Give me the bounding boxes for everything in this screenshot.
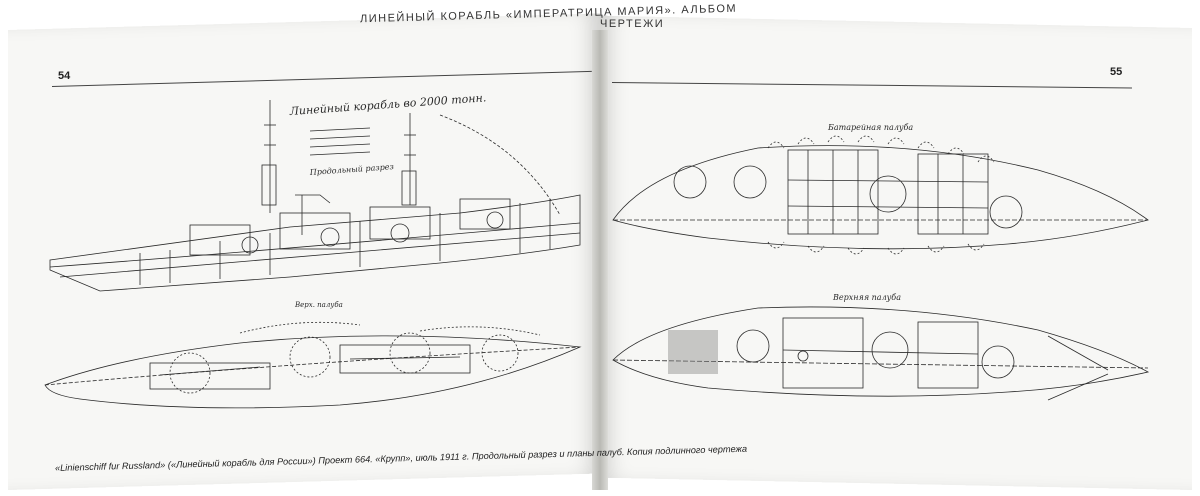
upper-deck-label-right: Верхняя палуба bbox=[832, 293, 901, 302]
page-number-left: 54 bbox=[58, 70, 71, 82]
right-drawing: Батарейная палуба bbox=[612, 123, 1150, 401]
battery-deck-turrets bbox=[673, 165, 1023, 229]
battery-deck-compartments bbox=[787, 150, 989, 234]
upper-deck-turrets bbox=[736, 329, 1015, 379]
profile-frame-lines bbox=[139, 199, 551, 285]
hull-profile bbox=[49, 194, 581, 292]
turret-outlines bbox=[169, 332, 519, 394]
battery-deck-label: Батарейная палуба bbox=[827, 123, 913, 132]
title-block-lines bbox=[309, 127, 371, 156]
upper-deck-label: Верх. палуба bbox=[294, 301, 343, 309]
upper-deck-plan-right bbox=[612, 306, 1150, 397]
left-drawing: Линейный корабль во 2000 тонн. Продольны… bbox=[44, 95, 582, 409]
running-title-right: ЧЕРТЕЖИ bbox=[600, 18, 665, 30]
page-number-right: 55 bbox=[1110, 66, 1123, 78]
upper-deck-plan bbox=[44, 335, 582, 409]
battery-deck-plan bbox=[612, 145, 1149, 250]
profile-label: Продольный разрез bbox=[309, 162, 395, 177]
book-gutter bbox=[592, 30, 608, 490]
aft-funnel bbox=[401, 170, 417, 206]
drawing-title: Линейный корабль во 2000 тонн. bbox=[288, 95, 486, 118]
casemate-arcs bbox=[767, 135, 995, 255]
forward-funnel bbox=[261, 164, 277, 206]
dense-hatching bbox=[668, 330, 718, 374]
